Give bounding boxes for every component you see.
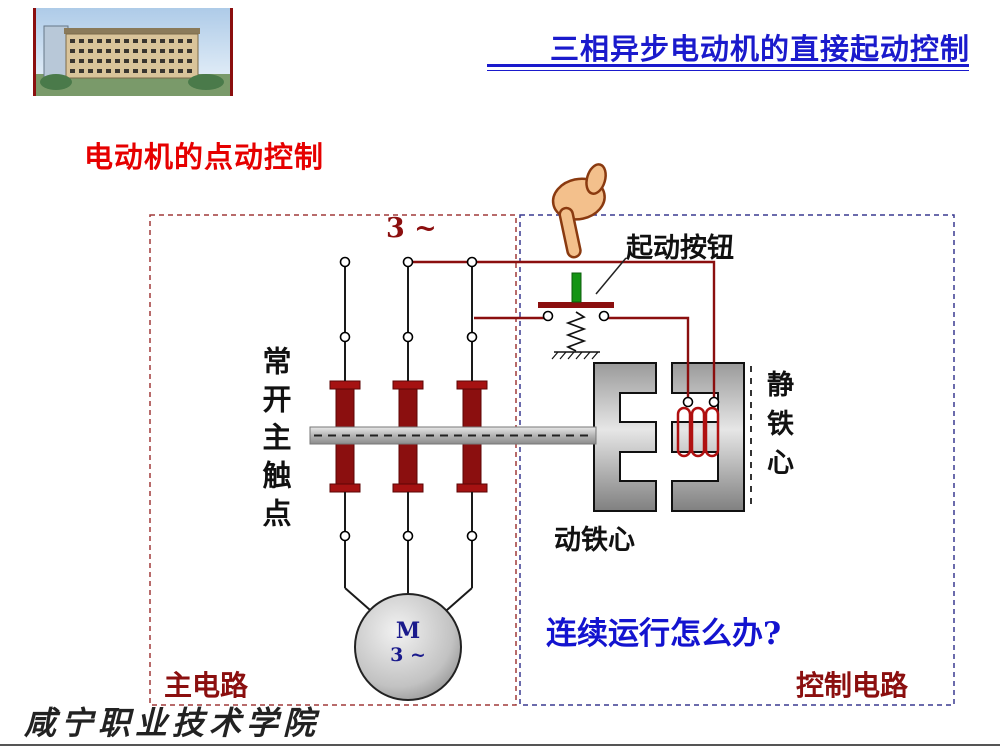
building-roof [64,28,200,34]
wire-button-to-coil [608,316,690,398]
button-terminal-left [542,310,554,322]
phase-line-1 [344,266,379,618]
start-button-leader-line [595,257,627,295]
button-base-hatching [551,351,599,360]
button-bridge-contact [538,302,614,308]
linkage-shaft [309,426,597,445]
ground [36,74,230,96]
contact-phase-3 [456,380,488,493]
terminal-circles [339,256,478,542]
main-contacts [329,380,488,493]
motor-letter: M [395,618,421,644]
question-text: 连续运行怎么办? [546,616,782,652]
coil-terminal-right [708,396,720,408]
button-terminal-right [598,310,610,322]
motor-symbol [354,593,462,701]
phase-label: 3 ~ [386,213,437,244]
school-photo [33,8,233,96]
section-heading: 电动机的点动控制 [84,140,325,174]
static-core-label: 静铁心 [762,370,793,487]
title-underline-thin [487,70,969,71]
main-circuit-label: 主电路 [164,669,249,702]
building-tower [43,25,69,79]
control-circuit-box [519,214,955,706]
bush [40,74,72,90]
static-iron-core [671,362,745,512]
button-stem [571,272,582,303]
bush [188,74,224,90]
coil-terminal-left [682,396,694,408]
school-name: 咸宁职业技术学院 [24,704,321,742]
bottom-rule [0,744,1000,746]
school-building-image [36,8,230,96]
phase-lines [344,266,473,618]
motor-label: M 3 ~ [368,618,448,667]
moving-iron-core [593,362,657,512]
moving-core-label: 动铁心 [554,525,635,556]
main-contacts-label: 常开主触点 [258,346,292,536]
hand-press-icon [551,163,607,259]
title-underline-thick [487,64,969,67]
contact-phase-1 [329,380,361,493]
slide-title: 三相异步电动机的直接起动控制 [549,32,970,66]
contactor-coil [676,406,720,458]
control-circuit-label: 控制电路 [796,669,909,702]
motor-phase: 3 ~ [390,644,426,667]
button-spring [565,311,587,352]
start-button-symbol [538,272,614,360]
wire-top-to-coil [410,260,716,398]
start-button-label: 起动按钮 [626,233,734,264]
control-wires [410,260,716,398]
main-circuit-box [149,214,517,706]
